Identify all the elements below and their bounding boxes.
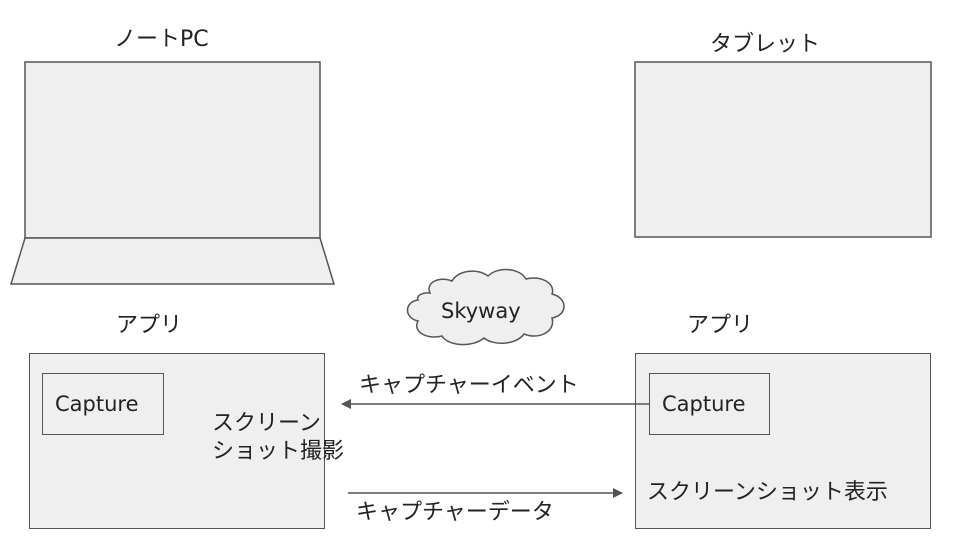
left-app-title: アプリ <box>116 313 183 338</box>
right-app-box <box>635 353 931 529</box>
tablet-screen <box>634 61 932 238</box>
left-capture-button[interactable]: Capture <box>42 373 164 435</box>
right-action-text: スクリーンショット表示 <box>647 480 888 505</box>
left-action-line2: ショット撮影 <box>212 439 345 464</box>
laptop-keyboard-base <box>9 237 336 285</box>
left-app-box <box>29 353 325 529</box>
cloud-label: Skyway <box>441 299 521 323</box>
left-action-text: スクリーン ショット撮影 <box>212 410 344 466</box>
right-app-title: アプリ <box>687 313 754 338</box>
laptop-label: ノートPC <box>114 27 209 52</box>
event-arrow-label: キャプチャーイベント <box>359 373 579 398</box>
laptop-screen <box>24 61 321 239</box>
left-action-line1: スクリーン <box>212 411 321 436</box>
tablet-label: タブレット <box>710 32 821 57</box>
right-capture-button[interactable]: Capture <box>649 373 770 435</box>
data-arrow-label: キャプチャーデータ <box>356 500 554 525</box>
